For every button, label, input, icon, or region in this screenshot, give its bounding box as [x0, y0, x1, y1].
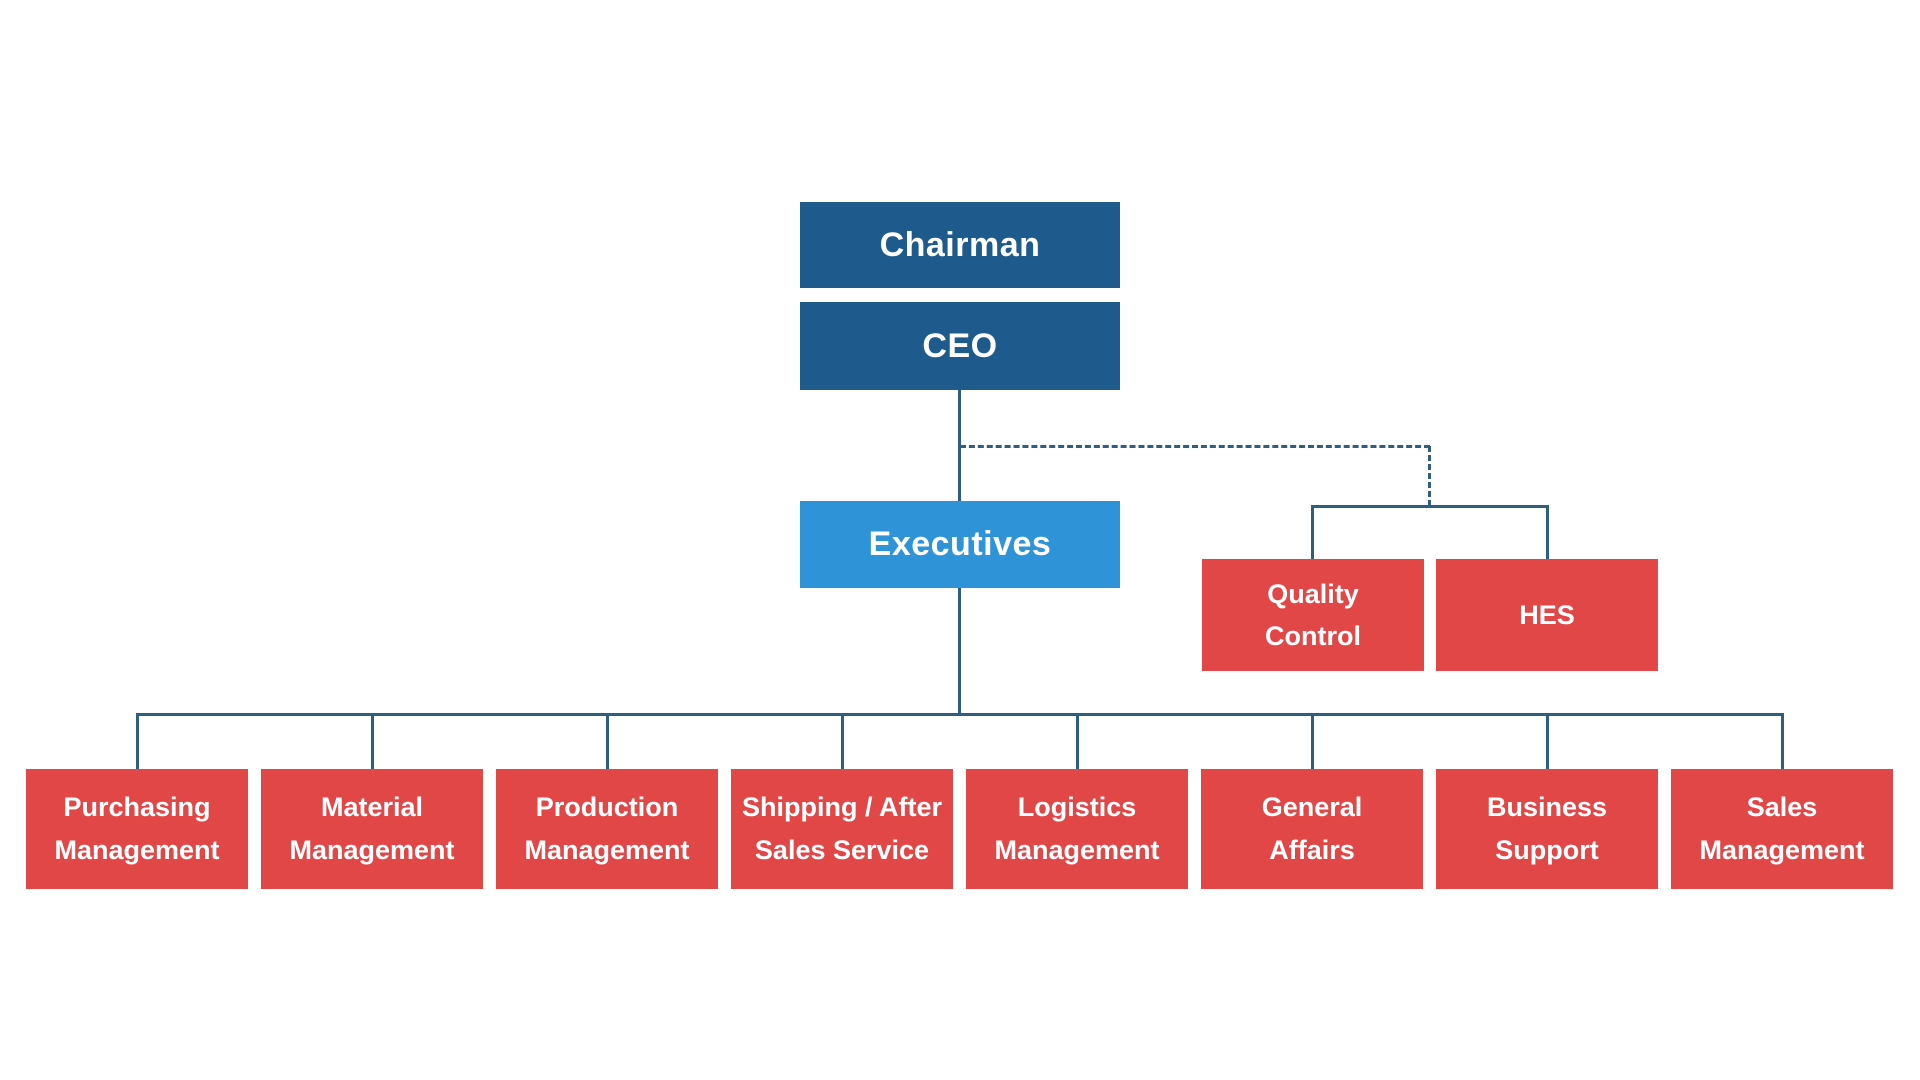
node-logistics-management: Logistics Management [966, 769, 1188, 889]
node-hes: HES [1436, 559, 1658, 671]
chairman-label: Chairman [879, 225, 1041, 264]
node-shipping-after-sales-service: Shipping / After Sales Service [731, 769, 953, 889]
connector-dashed-horizontal [960, 445, 1430, 448]
hes-label: HES [1519, 600, 1575, 630]
connector-staff-rail [1311, 505, 1549, 508]
logistics-management-label-line1: Logistics [1017, 792, 1137, 822]
purchasing-management-label-line1: Purchasing [63, 792, 211, 822]
general-affairs-label-line2: Affairs [1269, 835, 1355, 865]
node-business-support: Business Support [1436, 769, 1658, 889]
ceo-label: CEO [922, 326, 998, 365]
sales-management-label-line1: Sales [1746, 792, 1818, 822]
shipping-after-sales-label-line2: Sales Service [754, 835, 930, 865]
executives-label: Executives [868, 525, 1052, 563]
quality-control-label-line2: Control [1265, 621, 1361, 651]
node-general-affairs: General Affairs [1201, 769, 1423, 889]
connector-stub-general-affairs [1311, 713, 1314, 771]
shipping-after-sales-label-line1: Shipping / After [742, 792, 942, 822]
purchasing-management-label-line2: Management [54, 835, 220, 865]
material-management-label-line1: Material [320, 792, 424, 822]
connector-stub-logistics-management [1076, 713, 1079, 771]
node-purchasing-management: Purchasing Management [26, 769, 248, 889]
business-support-label-line1: Business [1486, 792, 1608, 822]
node-material-management: Material Management [261, 769, 483, 889]
connector-dashed-vertical [1428, 446, 1431, 506]
node-quality-control: Quality Control [1202, 559, 1424, 671]
node-production-management: Production Management [496, 769, 718, 889]
node-executives: Executives [800, 501, 1120, 588]
material-management-label-line2: Management [289, 835, 455, 865]
connector-departments-rail [136, 713, 1784, 716]
connector-stub-hes [1546, 505, 1549, 561]
production-management-label-line2: Management [524, 835, 690, 865]
node-sales-management: Sales Management [1671, 769, 1893, 889]
connector-stub-shipping-after-sales [841, 713, 844, 771]
connector-stub-business-support [1546, 713, 1549, 771]
connector-stub-production-management [606, 713, 609, 771]
connector-stub-sales-management [1781, 713, 1784, 771]
node-ceo: CEO [800, 302, 1120, 390]
production-management-label-line1: Production [535, 792, 679, 822]
general-affairs-label-line1: General [1261, 792, 1363, 822]
logistics-management-label-line2: Management [994, 835, 1160, 865]
connector-stub-material-management [371, 713, 374, 771]
sales-management-label-line2: Management [1699, 835, 1865, 865]
quality-control-label-line1: Quality [1267, 579, 1359, 609]
node-chairman: Chairman [800, 202, 1120, 288]
connector-stub-quality-control [1311, 505, 1314, 561]
business-support-label-line2: Support [1495, 835, 1599, 865]
connector-stub-purchasing-management [136, 713, 139, 771]
